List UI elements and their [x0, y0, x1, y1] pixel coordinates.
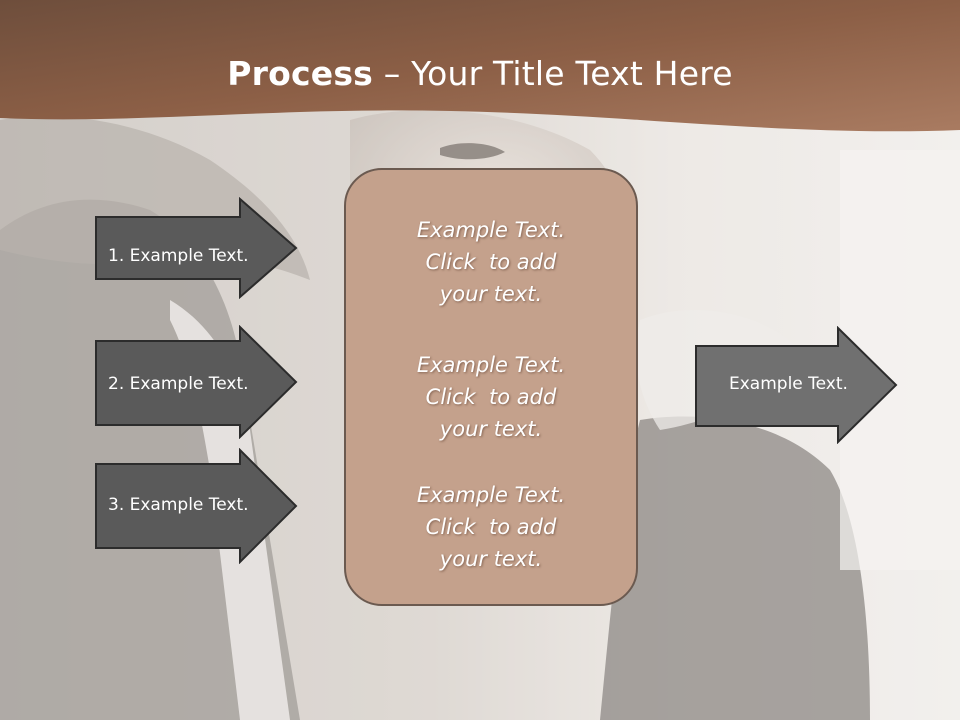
output-arrow[interactable] [694, 326, 900, 444]
title-rest-text: – Your Title Text Here [373, 54, 733, 93]
center-block-2-line-1: Example Text. [416, 353, 566, 377]
center-block-3-line-2: Click to add [425, 515, 557, 539]
input-arrow-1[interactable] [94, 197, 300, 299]
center-block-2-line-3: your text. [439, 417, 543, 441]
center-block-1-line-3: your text. [439, 282, 543, 306]
center-process-box[interactable]: Example Text. Click to add your text. Ex… [344, 168, 638, 606]
center-text-block-3: Example Text. Click to add your text. [346, 479, 636, 575]
input-arrow-3-label: 3. Example Text. [108, 495, 249, 515]
center-text-block-2: Example Text. Click to add your text. [346, 349, 636, 445]
center-text-block-1: Example Text. Click to add your text. [346, 214, 636, 310]
slide-title[interactable]: Process – Your Title Text Here [0, 52, 960, 96]
output-arrow-label: Example Text. [729, 374, 848, 394]
input-arrow-2-label: 2. Example Text. [108, 374, 249, 394]
input-arrow-1-label: 1. Example Text. [108, 246, 249, 266]
input-arrow-3[interactable] [94, 448, 300, 564]
center-block-1-line-1: Example Text. [416, 218, 566, 242]
center-block-2-line-2: Click to add [425, 385, 557, 409]
input-arrow-2[interactable] [94, 325, 300, 439]
title-bold-text: Process [227, 54, 374, 93]
center-block-3-line-1: Example Text. [416, 483, 566, 507]
center-block-3-line-3: your text. [439, 547, 543, 571]
center-block-1-line-2: Click to add [425, 250, 557, 274]
